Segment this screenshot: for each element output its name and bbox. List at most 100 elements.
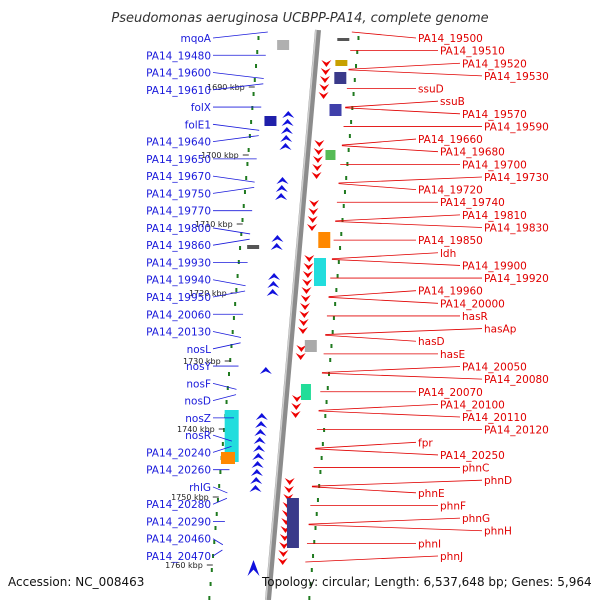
gene-label-left: nosD xyxy=(184,396,211,408)
left-track-dot xyxy=(231,330,234,334)
right-track-dot xyxy=(339,246,342,250)
gene-block xyxy=(304,340,317,352)
left-track-dot xyxy=(215,512,218,516)
right-track-dot xyxy=(336,274,339,278)
right-track-dot xyxy=(312,554,315,558)
gene-arrow-reverse xyxy=(313,148,324,155)
right-track-dot xyxy=(356,50,359,54)
gene-label-right: PA14_20000 xyxy=(440,298,505,310)
left-track-dot xyxy=(253,78,256,82)
gene-block xyxy=(264,116,277,126)
right-track-dot xyxy=(316,498,319,502)
gene-label-right: PA14_19740 xyxy=(440,197,505,209)
left-track-dot xyxy=(230,344,233,348)
gene-leader-right xyxy=(328,296,439,304)
gene-block xyxy=(247,245,260,249)
gene-label-left: PA14_20460 xyxy=(146,534,211,546)
gene-leader-left xyxy=(212,497,228,505)
gene-arrow-reverse xyxy=(296,345,307,352)
left-track-dot xyxy=(229,358,232,362)
gene-label-left: PA14_19750 xyxy=(146,188,211,200)
scale-label: 1750 kbp xyxy=(171,493,209,502)
left-track-dot xyxy=(226,386,229,390)
gene-arrow-reverse xyxy=(299,311,310,318)
gene-label-left: PA14_19940 xyxy=(146,275,211,287)
gene-leader-left xyxy=(212,187,255,194)
gene-leader-left xyxy=(212,342,241,350)
gene-label-right: PA14_19900 xyxy=(462,260,527,272)
gene-arrow-reverse xyxy=(283,494,294,501)
gene-arrow-reverse xyxy=(291,395,302,402)
gene-block xyxy=(314,258,326,286)
gene-leader-right xyxy=(341,145,439,153)
right-track-dot xyxy=(310,568,313,572)
left-track-dot xyxy=(256,50,259,54)
gene-leader-right xyxy=(331,259,461,266)
gene-arrow-forward xyxy=(251,461,264,468)
left-track-dot xyxy=(223,428,226,432)
gene-leader-left xyxy=(212,382,237,390)
gene-label-right: PA14_19810 xyxy=(462,210,527,222)
right-track-dot xyxy=(313,540,316,544)
right-track-dot xyxy=(340,232,343,236)
scale-label: 1720 kbp xyxy=(189,289,227,298)
gene-leader-right xyxy=(315,441,417,449)
right-label-group: PA14_19500PA14_19510PA14_19520PA14_19530… xyxy=(305,31,549,563)
gene-label-right: PA14_20250 xyxy=(440,450,505,462)
gene-arrow-forward xyxy=(254,429,267,436)
gene-leader-left xyxy=(212,331,242,338)
scale-label: 1690 kbp xyxy=(207,83,245,92)
gene-arrow-reverse xyxy=(312,164,323,171)
gene-label-right: PA14_20070 xyxy=(418,387,483,399)
gene-label-right: hasR xyxy=(462,311,488,323)
gene-arrow-forward xyxy=(270,243,283,250)
gene-label-left: PA14_20130 xyxy=(146,327,211,339)
gene-label-right: phnC xyxy=(462,463,489,475)
gene-leader-right xyxy=(345,107,461,115)
gene-label-right: hasAp xyxy=(484,324,517,336)
gene-label-right: hasD xyxy=(418,336,445,348)
gene-block xyxy=(220,452,235,464)
gene-leader-right xyxy=(321,372,483,380)
gene-arrow-reverse xyxy=(297,327,308,334)
gene-leader-right xyxy=(331,252,439,260)
gene-arrow-forward xyxy=(271,235,284,242)
gene-label-left: PA14_19930 xyxy=(146,257,211,269)
gene-block xyxy=(286,498,299,548)
gene-label-right: PA14_19920 xyxy=(484,273,549,285)
gene-leader-left xyxy=(212,123,260,131)
gene-arrow-forward xyxy=(282,111,295,118)
gene-label-right: phnE xyxy=(418,488,445,500)
scale-label: 1760 kbp xyxy=(165,561,203,570)
gene-arrow-reverse xyxy=(279,542,290,549)
feature-group xyxy=(220,38,350,576)
gene-arrow-reverse xyxy=(306,224,317,231)
gene-arrow-reverse xyxy=(320,68,331,75)
gene-label-right: PA14_19510 xyxy=(440,46,505,58)
gene-block xyxy=(224,410,239,462)
gene-leader-right xyxy=(308,524,483,532)
left-track-dot xyxy=(241,218,244,222)
gene-arrow-reverse xyxy=(300,295,311,302)
left-track-dot xyxy=(247,148,250,152)
gene-arrow-forward xyxy=(281,119,294,126)
right-track-dot xyxy=(350,120,353,124)
gene-arrow-reverse xyxy=(319,76,330,83)
gene-label-left: folX xyxy=(191,102,211,114)
gene-label-right: PA14_19530 xyxy=(484,71,549,83)
gene-leader-right xyxy=(351,31,417,39)
gene-label-right: PA14_20080 xyxy=(484,374,549,386)
right-track-dot xyxy=(320,456,323,460)
right-track-dot xyxy=(329,358,332,362)
right-track-dot xyxy=(334,302,337,306)
gene-leader-right xyxy=(338,176,483,184)
gene-label-left: PA14_19670 xyxy=(146,171,211,183)
gene-arrow-reverse xyxy=(301,287,312,294)
gene-arrow-reverse xyxy=(277,558,288,565)
gene-label-right: phnD xyxy=(484,475,512,487)
gene-leader-left xyxy=(212,72,264,79)
track-dots xyxy=(208,36,360,600)
right-track-dot xyxy=(342,204,345,208)
gene-arrow-reverse xyxy=(304,255,315,262)
gene-label-right: ssuD xyxy=(418,84,444,96)
